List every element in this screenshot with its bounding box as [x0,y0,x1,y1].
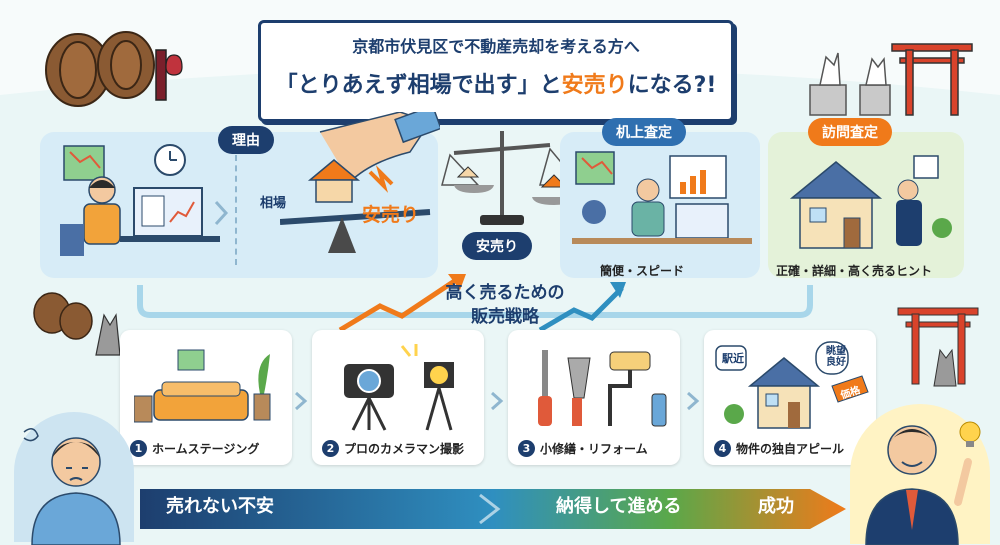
shrine-illustration [809,43,973,116]
barrel-fox-illustration [33,292,121,356]
step-number: 3 [518,440,535,457]
step-2-caption: 2 プロのカメラマン撮影 [322,440,464,457]
progress-arrow [140,489,846,529]
visit-caption: 正確・詳細・高く売るヒント [776,264,933,278]
growth-arrows-icon [338,273,626,333]
visit-tag: 訪問査定 [808,118,892,146]
header-title-a: 「とりあえず相場で出す」と [275,73,562,98]
chevron-right-icon [687,391,700,411]
tools-icon [538,350,667,427]
header-title: 「とりあえず相場で出す」と安売りになる?! [261,67,731,99]
businessman-illustration [865,421,981,545]
station-bubble-label: 駅近 [722,352,744,365]
house-appeal-icon [715,341,869,429]
step-card-3: 3 小修繕・リフォーム [508,330,680,465]
step-label: 物件の独自アピール [736,442,845,456]
chevron-right-icon [214,200,229,226]
header-title-b: 安売り [561,73,628,98]
camera-light-icon [344,344,454,431]
step-card-2: 2 プロのカメラマン撮影 [312,330,484,465]
barrels-illustration [45,31,183,107]
divider [235,155,239,265]
step-number: 2 [322,440,339,457]
step-label: 小修繕・リフォーム [540,442,648,456]
worried-person-illustration [23,428,121,545]
souba-label: 相場 [260,196,287,211]
torii-fox-illustration [897,307,979,387]
header-banner: 京都市伏見区で不動産売却を考える方へ 「とりあえず相場で出す」と安売りになる?! [258,20,734,122]
strategy-line1: 高く売るための [445,283,565,303]
person-at-computer-illustration [60,144,220,256]
sofa-room-icon [134,349,271,423]
step-1-caption: 1 ホームステージング [130,440,259,457]
balance-scale-illustration [441,131,570,225]
house-agent-illustration [789,155,952,249]
step-card-1: 1 ホームステージング [120,330,292,465]
header-subtitle: 京都市伏見区で不動産売却を考える方へ [352,37,640,56]
progress-label: 納得して進める [556,496,682,517]
chevron-right-icon [295,391,308,411]
reason-tag: 理由 [218,126,274,154]
step-3-caption: 3 小修繕・リフォーム [518,440,648,457]
strategy-line2: 販売戦略 [471,307,539,327]
view-bubble-label: 眺望良好 [826,346,846,368]
header-title-c: になる?! [627,73,717,98]
step-4-caption: 4 物件の独自アピール [714,440,844,457]
desk-illustration [572,151,752,244]
yasuuri-label: 安売り [362,204,420,226]
desk-caption: 簡便・スピード [600,264,685,278]
step-number: 1 [130,440,147,457]
worry-label: 売れない不安 [166,496,274,517]
step-label: プロのカメラマン撮影 [344,442,465,456]
step-number: 4 [714,440,731,457]
seesaw-hand-illustration [280,112,440,253]
desk-tag: 机上査定 [602,118,686,146]
success-label: 成功 [758,496,794,517]
scale-tag: 安売り [462,232,532,260]
chevron-right-icon [491,391,504,411]
step-label: ホームステージング [152,442,260,456]
